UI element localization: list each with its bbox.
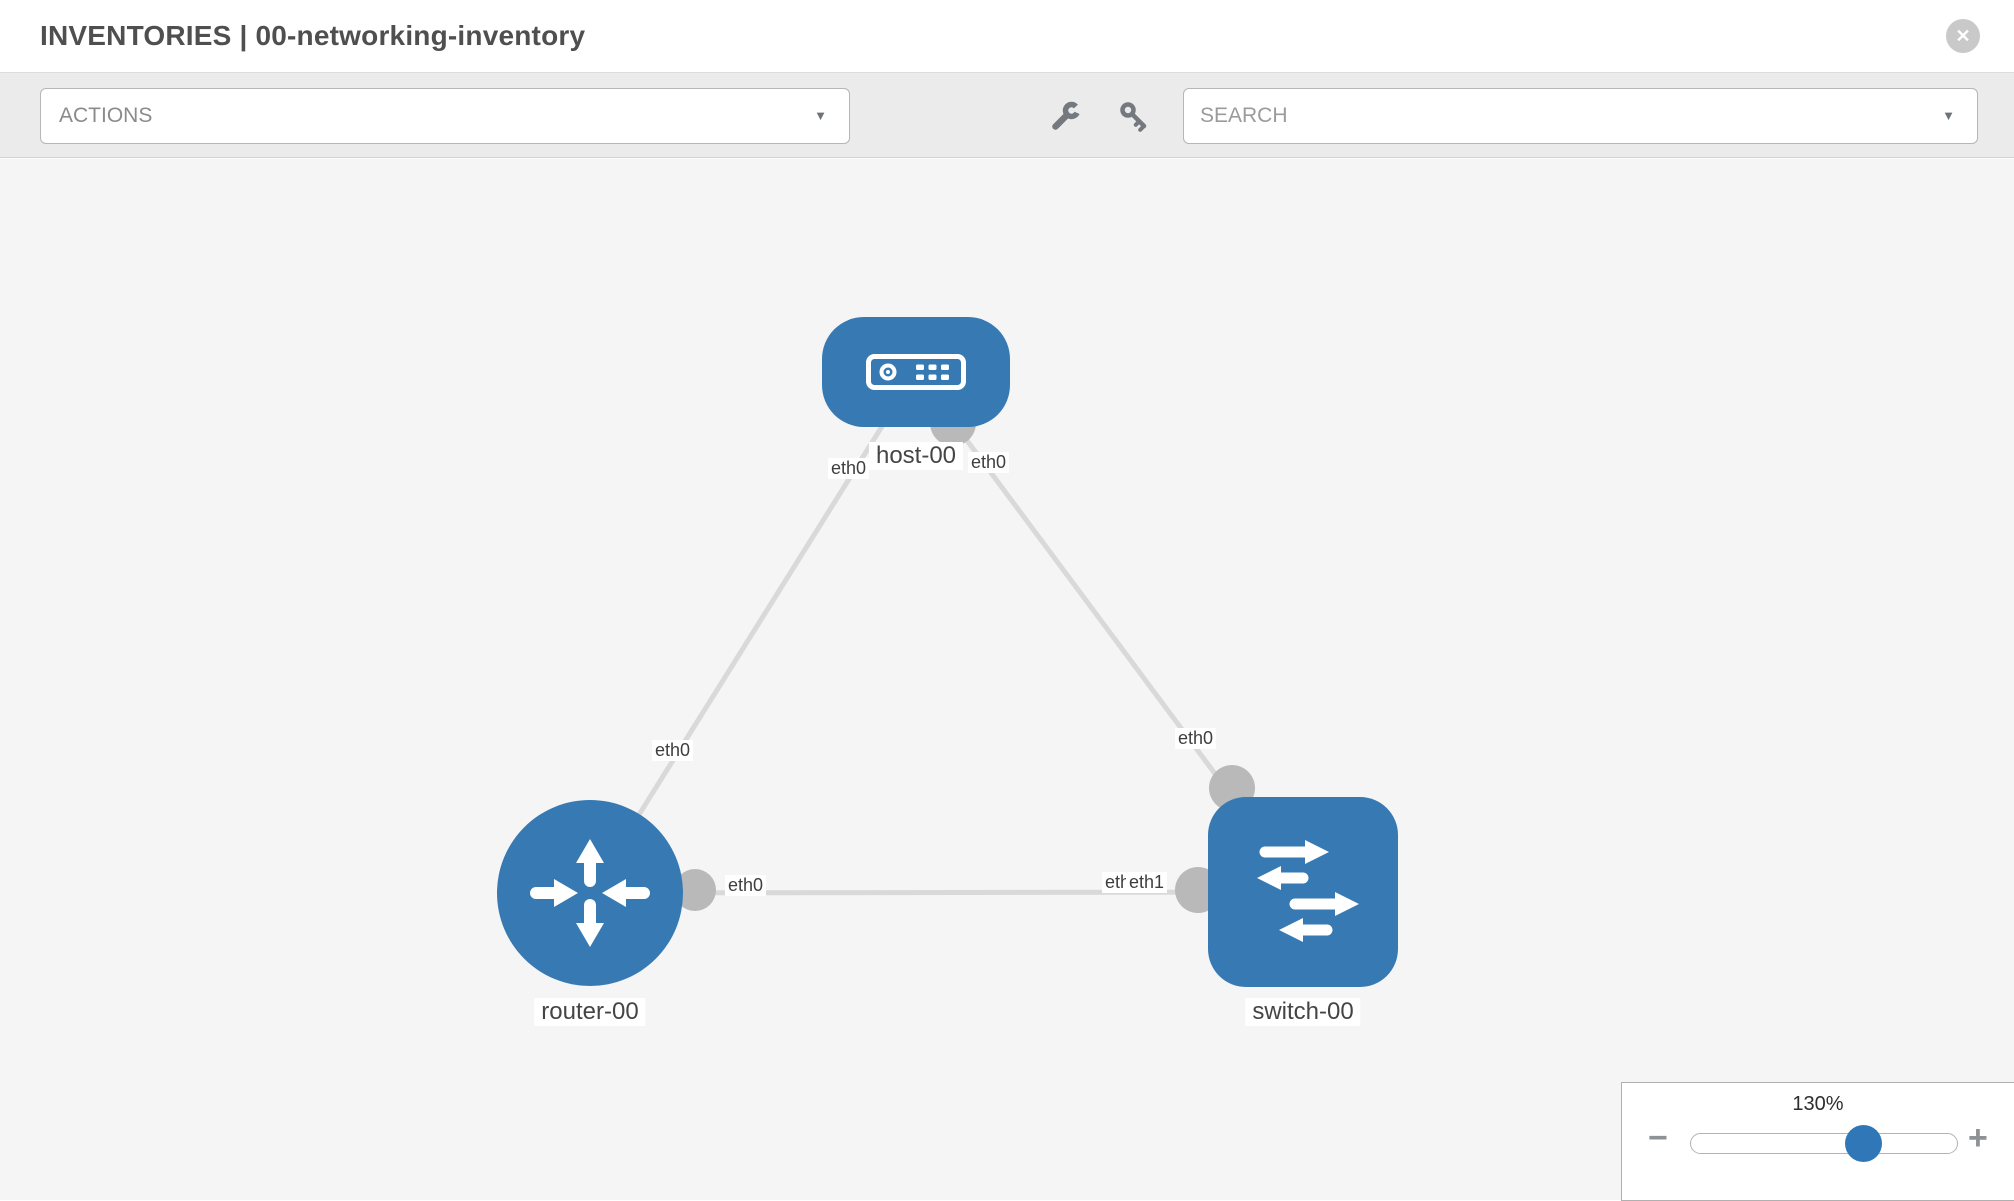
wrench-icon <box>1052 101 1082 130</box>
router-icon <box>530 839 650 947</box>
toolbar: ACTIONS ▼ SEARCH ▼ <box>0 73 2014 158</box>
zoom-out-button[interactable]: − <box>1648 1121 1668 1155</box>
iface-label-switch-to-host: eth0 <box>1175 728 1217 749</box>
iface-label-router-to-host: eth0 <box>652 740 694 761</box>
iface-label-switch-to-router: eth1 <box>1126 872 1168 893</box>
page-title: INVENTORIES | 00-networking-inventory <box>40 20 586 51</box>
search-placeholder: SEARCH <box>1200 104 1288 127</box>
close-button[interactable]: ✕ <box>1946 19 1980 53</box>
node-host-00[interactable] <box>822 317 1010 427</box>
zoom-panel: 130% − + <box>1621 1082 2014 1201</box>
node-label-switch: switch-00 <box>1245 998 1361 1026</box>
zoom-in-button[interactable]: + <box>1968 1121 1988 1155</box>
host-icon <box>866 354 966 390</box>
node-router-00[interactable] <box>497 800 683 986</box>
switch-icon <box>1257 840 1359 942</box>
topology-canvas[interactable]: host-00 router-00 switch-00 eth0 eth0 et… <box>0 159 2014 1200</box>
actions-dropdown[interactable]: ACTIONS ▼ <box>40 88 850 144</box>
node-label-router: router-00 <box>534 998 646 1026</box>
iface-label-router-to-switch: eth0 <box>725 875 767 896</box>
chevron-down-icon: ▼ <box>814 108 827 123</box>
actions-dropdown-label: ACTIONS <box>59 104 153 127</box>
panel-header: INVENTORIES | 00-networking-inventory ✕ <box>0 0 2014 73</box>
search-dropdown[interactable]: SEARCH ▼ <box>1183 88 1978 144</box>
chevron-down-icon: ▼ <box>1942 108 1955 123</box>
iface-label-host-to-switch: eth0 <box>968 452 1010 473</box>
credentials-button[interactable] <box>1117 99 1151 133</box>
plus-icon: + <box>1968 1119 1988 1157</box>
topology-links <box>587 370 1306 896</box>
node-label-host: host-00 <box>868 442 964 470</box>
iface-label-host-to-router: eth0 <box>828 458 870 479</box>
zoom-level-text: 130% <box>1792 1093 1844 1115</box>
key-icon <box>1120 102 1147 132</box>
minus-icon: − <box>1648 1119 1668 1157</box>
zoom-slider-handle[interactable] <box>1845 1125 1882 1162</box>
close-icon: ✕ <box>1955 25 1971 46</box>
zoom-slider-track[interactable] <box>1690 1125 1958 1162</box>
node-switch-00[interactable] <box>1208 797 1398 987</box>
configure-button[interactable] <box>1049 99 1083 133</box>
